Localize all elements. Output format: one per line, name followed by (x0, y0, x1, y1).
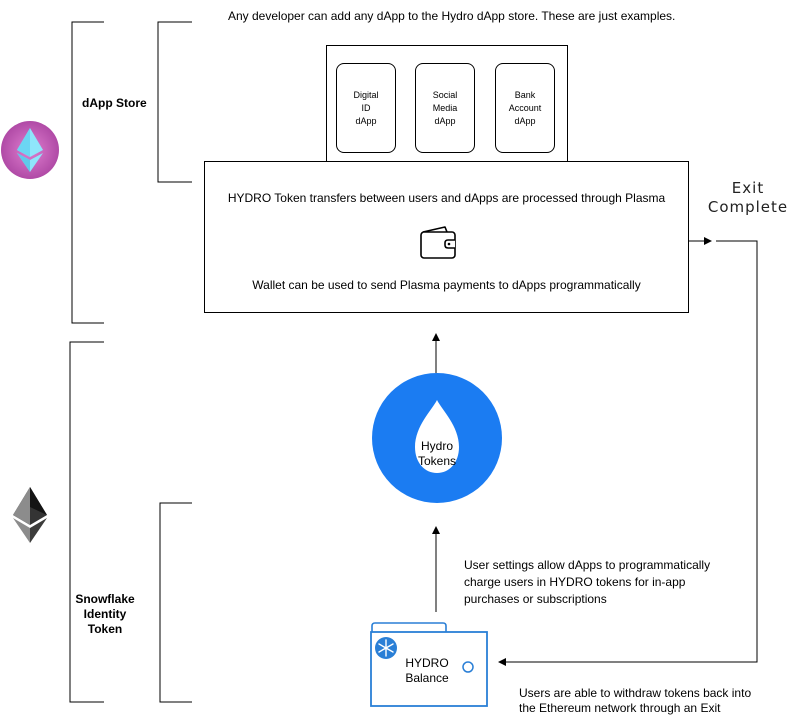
dapp-card-bank-account[interactable]: Bank Account dApp (495, 63, 555, 153)
snowflake-label-line: Token (87, 622, 123, 636)
snowflake-label-line: Identity (83, 607, 127, 621)
exit-label-line: Complete (707, 198, 789, 216)
snowflake-identity-label: Snowflake Identity Token (74, 592, 136, 637)
dapp-store-inner-bracket (157, 21, 192, 183)
dapp-card-line: dApp (514, 115, 536, 126)
hydro-balance-line: HYDRO (405, 656, 449, 670)
plasma-line-1: HYDRO Token transfers between users and … (227, 191, 666, 205)
dapp-store-outer-bracket (71, 21, 104, 324)
settings-note-line: charge users in HYDRO tokens for in-app (464, 575, 686, 589)
dapp-card-line: ID (361, 102, 371, 113)
exit-label-line: Exit (731, 179, 765, 197)
exit-complete-label: Exit Complete (700, 179, 796, 217)
withdraw-note-line: the Ethereum network through an Exit (519, 701, 721, 715)
withdraw-note-line: Users are able to withdraw tokens back i… (519, 686, 752, 700)
hydro-balance-line: Balance (405, 671, 449, 685)
dapp-card-line: Account (508, 102, 542, 113)
arrow-exit-to-balance (498, 240, 758, 666)
snowflake-label-line: Snowflake (75, 592, 135, 606)
dapp-card-line: dApp (355, 115, 377, 126)
hydro-tokens-node[interactable]: Hydro Tokens (372, 373, 502, 503)
hydro-balance-label: HYDRO Balance (392, 656, 462, 686)
dapp-card-line: Bank (514, 89, 536, 100)
settings-note: User settings allow dApps to programmati… (464, 557, 710, 608)
hydro-tokens-line: Tokens (417, 454, 457, 468)
top-note: Any developer can add any dApp to the Hy… (228, 9, 676, 23)
settings-note-line: purchases or subscriptions (464, 592, 607, 606)
wallet-icon (419, 224, 459, 260)
dapp-card-line: Social (432, 89, 458, 100)
plasma-box: HYDRO Token transfers between users and … (204, 161, 689, 313)
dapp-store-label: dApp Store (82, 96, 147, 110)
hydro-tokens-label: Hydro Tokens (372, 439, 502, 469)
dapp-card-digital-id[interactable]: Digital ID dApp (336, 63, 396, 153)
water-drop-icon (415, 400, 459, 473)
hydro-balance-node[interactable]: HYDRO Balance (370, 620, 488, 708)
dapp-card-social-media[interactable]: Social Media dApp (415, 63, 475, 153)
snowflake-inner-bracket (159, 502, 192, 703)
toggle-circle-icon (462, 661, 474, 673)
dapp-card-line: dApp (434, 115, 456, 126)
dapp-card-line: Media (432, 102, 458, 113)
ethereum-logo-icon (13, 487, 47, 543)
snowflake-icon (375, 637, 397, 659)
dapp-card-line: Digital (353, 89, 379, 100)
plasma-ethereum-logo-icon (0, 120, 60, 180)
settings-note-line: User settings allow dApps to programmati… (464, 558, 711, 572)
hydro-tokens-line: Hydro (420, 439, 453, 453)
snowflake-outer-bracket (69, 341, 104, 703)
plasma-line-2: Wallet can be used to send Plasma paymen… (252, 278, 641, 292)
